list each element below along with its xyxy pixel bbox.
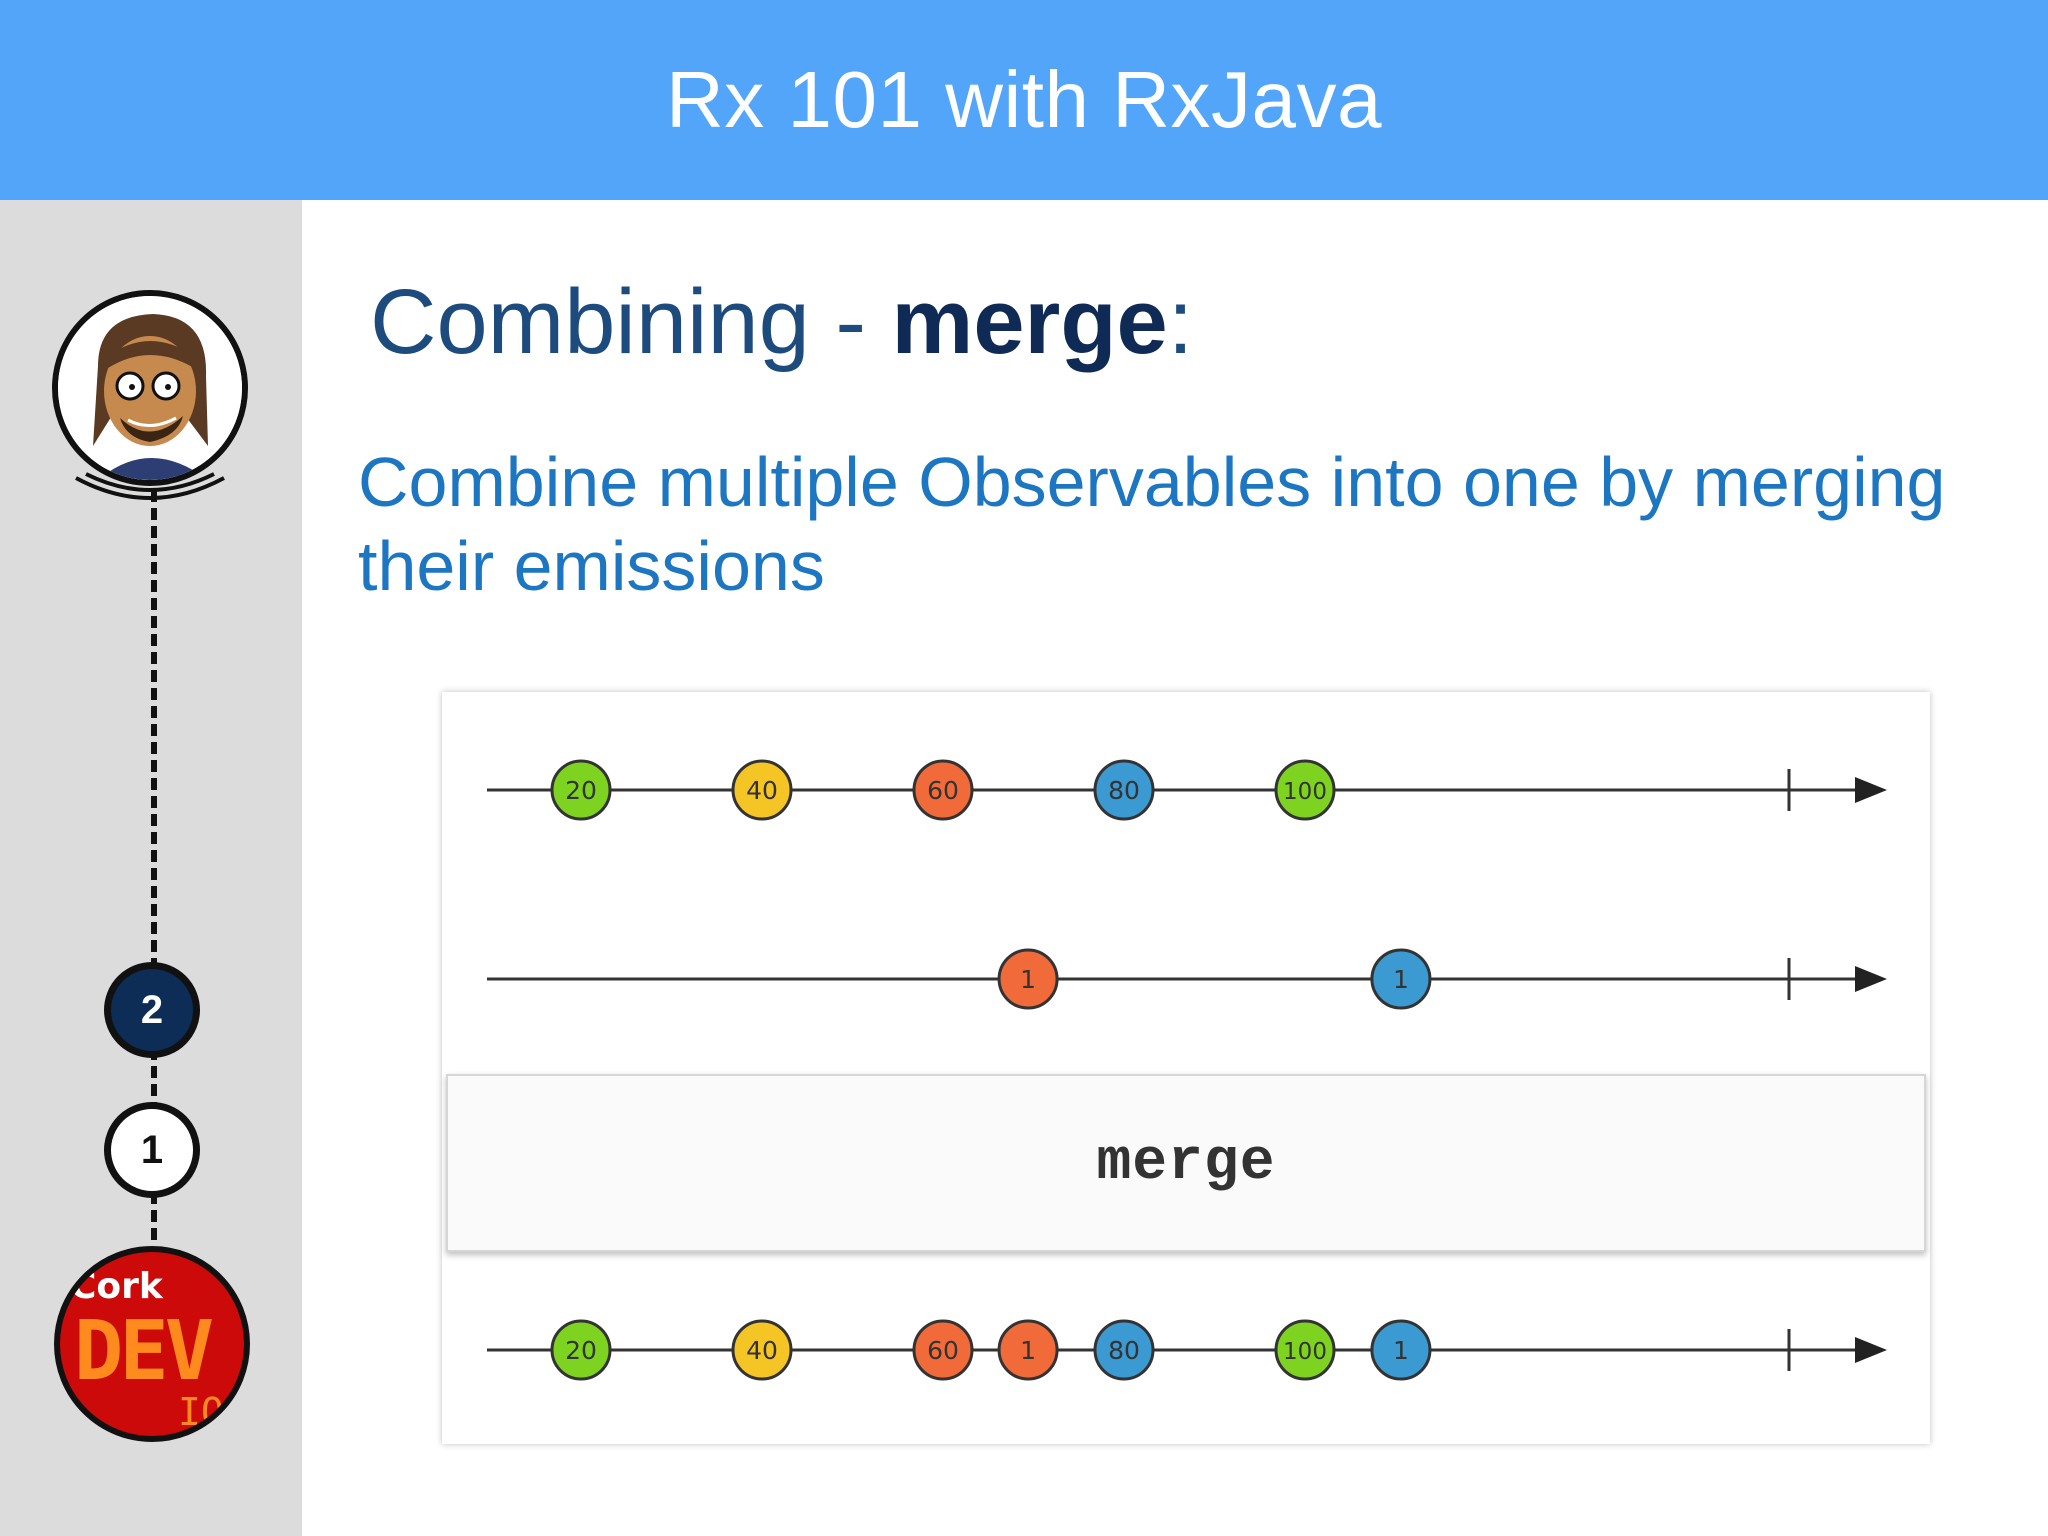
marble-circle	[731, 759, 793, 821]
speaker-avatar	[52, 290, 248, 486]
slide-title-bold: merge	[891, 271, 1168, 373]
marble-label: 40	[746, 776, 778, 805]
marble-circle	[550, 759, 612, 821]
avatar-wave-icon	[75, 472, 225, 500]
marble-circle	[1370, 948, 1432, 1010]
marble-label: 1	[1393, 965, 1409, 994]
marble-label: 20	[565, 1336, 597, 1365]
marble-circle	[912, 759, 974, 821]
header-bar: Rx 101 with RxJava	[0, 0, 2048, 200]
step-1-label: 1	[140, 1127, 164, 1172]
marble-circle	[1274, 759, 1336, 821]
presentation-title: Rx 101 with RxJava	[666, 55, 1382, 144]
marble-circle	[731, 1319, 793, 1381]
marble-label: 1	[1020, 1336, 1036, 1365]
slide-title: Combining - merge:	[370, 270, 1193, 375]
marble-diagram-canvas: 20 40 60 80 100 1 1 20 40 60 1 80 100 1	[487, 759, 1887, 1381]
timeline-arrow-icon	[1855, 966, 1887, 992]
step-2-label: 2	[140, 987, 164, 1032]
marble-circle	[1274, 1319, 1336, 1381]
logo-text-top: Cork	[70, 1266, 163, 1307]
slide-title-suffix: :	[1167, 271, 1194, 373]
corkdev-logo: Cork DEV IO	[54, 1246, 250, 1442]
marble-circle	[997, 948, 1059, 1010]
timeline-arrow-icon	[1855, 777, 1887, 803]
marble-circle	[550, 1319, 612, 1381]
marble-label: 60	[927, 776, 959, 805]
timeline-dashed-line	[151, 490, 157, 1240]
logo-text-bottom: IO	[178, 1390, 224, 1434]
marble-label: 100	[1283, 779, 1327, 805]
marble-label: 20	[565, 776, 597, 805]
operator-label: merge	[1096, 1130, 1276, 1196]
slide-description: Combine multiple Observables into one by…	[358, 443, 1946, 605]
marble-label: 40	[746, 1336, 778, 1365]
marble-circle	[912, 1319, 974, 1381]
marble-circle	[1093, 1319, 1155, 1381]
step-1-indicator[interactable]: 1	[104, 1102, 200, 1198]
step-2-indicator[interactable]: 2	[104, 962, 200, 1058]
marble-label: 1	[1020, 965, 1036, 994]
marble-label: 100	[1283, 1339, 1327, 1365]
marble-circle	[997, 1319, 1059, 1381]
logo-text-main: DEV	[74, 1304, 214, 1399]
timeline-arrow-icon	[1855, 1337, 1887, 1363]
marble-label: 1	[1393, 1336, 1409, 1365]
marble-circle	[1370, 1319, 1432, 1381]
marble-label: 60	[927, 1336, 959, 1365]
marble-label: 80	[1108, 1336, 1140, 1365]
cartoon-face-icon	[58, 296, 242, 480]
slide-title-plain: Combining -	[370, 271, 892, 373]
marble-label: 80	[1108, 776, 1140, 805]
marble-circle	[1093, 759, 1155, 821]
merge-operator-box: merge	[446, 1074, 1926, 1252]
marble-diagram: 20 40 60 80 100 1 1 20 40 60 1 80 100 1	[442, 692, 1930, 1444]
